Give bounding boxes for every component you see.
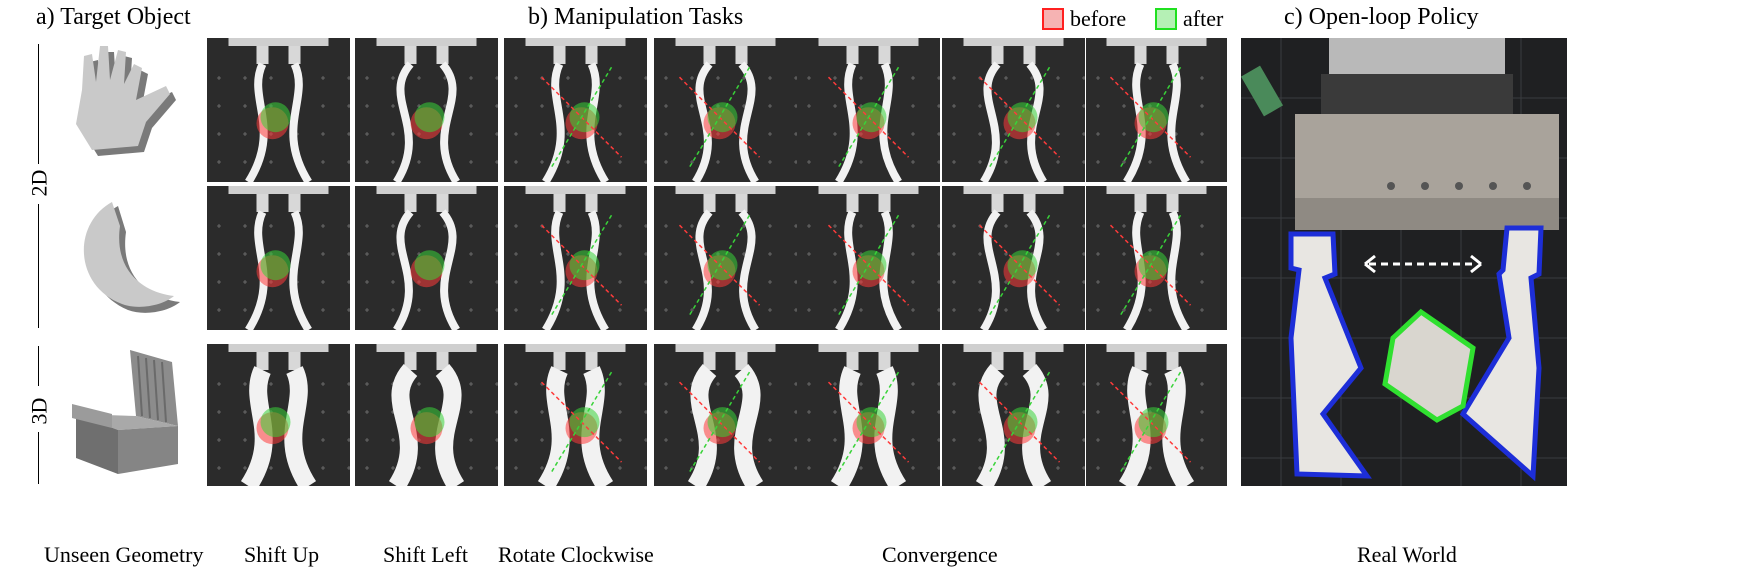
row-2d-line-bottom [38,204,39,328]
row-3d-line-top [38,346,39,386]
row-label-2d: 2D [26,169,52,197]
chair-object-render [72,350,178,474]
sim-panel-r3-c2 [355,344,498,486]
caption-rotate-clockwise: Rotate Clockwise [498,542,654,567]
legend-after-swatch [1155,8,1177,30]
legend-after-label: after [1183,6,1224,31]
sim-panel-r2-c3 [504,186,647,330]
sim-panel-r3-c3 [504,344,647,486]
title-target-object: a) Target Object [36,4,191,30]
sim-panel-r1-c4 [654,38,797,182]
sim-panel-r2-c4 [654,186,797,330]
caption-shift-left: Shift Left [383,542,468,567]
sim-panel-r3-c5 [797,344,940,486]
sim-panel-r1-c7 [1086,38,1227,182]
sim-panel-r2-c7 [1086,186,1227,330]
row-label-3d: 3D [26,397,52,425]
legend-before-label: before [1070,6,1127,31]
caption-real-world: Real World [1357,542,1457,567]
caption-shift-up: Shift Up [244,542,320,567]
sim-panel-r2-c2 [355,186,498,330]
row-3d-line-bottom [38,432,39,484]
legend-after: after [1155,6,1223,32]
sim-panel-r3-c7 [1086,344,1227,486]
sim-panel-r1-c5 [797,38,940,182]
row-2d-line-top [38,44,39,164]
legend-before-swatch [1042,8,1064,30]
sim-panel-r3-c4 [654,344,797,486]
sim-panel-r3-c1 [207,344,350,486]
sim-panel-r3-c6 [942,344,1085,486]
crescent-object-render [83,202,180,313]
sim-panel-r1-c2 [355,38,498,182]
sim-panel-r2-c5 [797,186,940,330]
caption-unseen-geometry: Unseen Geometry [44,542,204,567]
real-world-photo [1241,38,1567,486]
hand-object-render [76,46,176,156]
sim-panel-r1-c1 [207,38,350,182]
sim-panel-r2-c6 [942,186,1085,330]
sim-panel-r1-c6 [942,38,1085,182]
sim-panel-r1-c3 [504,38,647,182]
legend-before: before [1042,6,1126,32]
title-open-loop-policy: c) Open-loop Policy [1284,4,1479,30]
sim-panel-r2-c1 [207,186,350,330]
caption-convergence: Convergence [882,542,998,567]
title-manipulation-tasks: b) Manipulation Tasks [528,4,744,30]
